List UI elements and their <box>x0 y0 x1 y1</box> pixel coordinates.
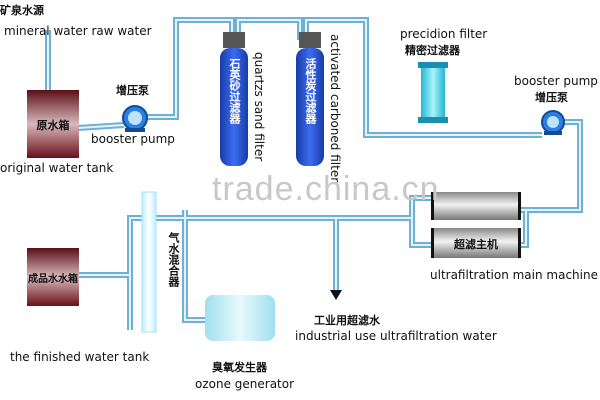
booster-pump-2-icon <box>541 110 565 135</box>
flow-arrow-icon <box>330 290 342 300</box>
mixer-label-zh: 气水混合器 <box>167 232 180 287</box>
pump1-label-en: booster pump <box>91 132 175 146</box>
watermark: trade.china.cn <box>212 170 440 208</box>
precision-label-zh: 精密过滤器 <box>405 44 460 57</box>
raw-water-tank <box>27 90 79 158</box>
pump1-label-zh: 增压泵 <box>116 84 149 97</box>
activated-carbon-filter <box>296 48 324 166</box>
pump2-label-en: booster pump <box>514 74 598 88</box>
finished-water-tank <box>27 248 79 306</box>
gas-water-mixer <box>141 191 157 333</box>
raw-tank-label-zh: 原水箱 <box>36 119 70 132</box>
industrial-label-en: industrial use ultrafiltration water <box>295 329 497 343</box>
industrial-label-zh: 工业用超滤水 <box>314 314 380 327</box>
raw-tank-label-en: original water tank <box>0 161 114 175</box>
pump2-label-zh: 增压泵 <box>535 91 568 104</box>
finished-tank-label-en: the finished water tank <box>10 350 150 364</box>
carbon-label-en: activated carboned filter <box>328 34 342 183</box>
source-label-zh: 矿泉水源 <box>0 4 44 17</box>
precision-filter <box>421 65 445 120</box>
uf-label-zh: 超滤主机 <box>454 238 498 251</box>
quartz-sand-filter <box>220 48 248 166</box>
quartz-label-zh: 石英砂过滤器 <box>228 58 241 124</box>
precision-label-en: precidion filter <box>400 27 488 41</box>
finished-tank-label-zh: 成品水水箱 <box>28 274 78 285</box>
ozone-generator <box>205 295 275 341</box>
uf-module-lower <box>433 228 519 258</box>
ozone-label-en: ozone generator <box>195 377 295 391</box>
uf-label-en: ultrafiltration main machine <box>430 268 598 282</box>
booster-pump-1-icon <box>122 105 148 132</box>
pipes <box>45 17 583 330</box>
uf-module-upper <box>433 192 519 220</box>
source-label-en: mineral water raw water <box>4 24 152 38</box>
carbon-label-zh: 活性炭过滤器 <box>304 58 317 124</box>
quartz-label-en: quartzs sand filter <box>252 52 266 162</box>
ozone-label-zh: 臭氧发生器 <box>212 361 267 374</box>
